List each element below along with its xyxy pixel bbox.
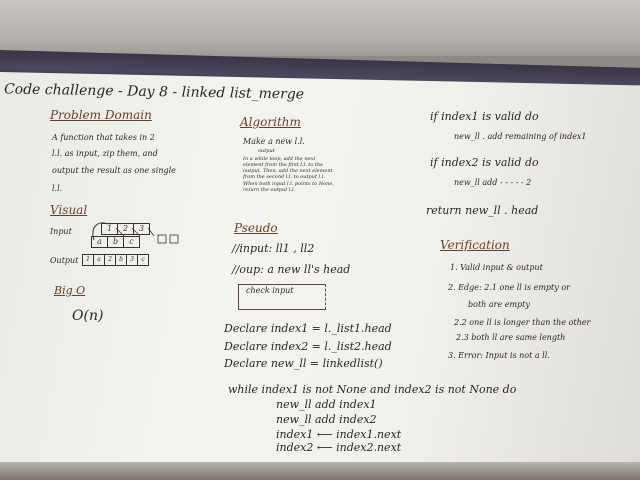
if-index1: if index1 is valid do	[430, 110, 539, 123]
loop-line: new_ll add index2	[276, 413, 377, 426]
output-list: 1 a 2 b 3 c	[82, 254, 149, 266]
verification-line: both are empty	[468, 300, 530, 309]
return-line: return new_ll . head	[426, 204, 539, 217]
problem-domain-heading: Problem Domain	[50, 108, 152, 122]
pseudo-output: //oup: a new ll's head	[232, 263, 351, 276]
algorithm-line: from the second l.l. to output l.l.	[243, 174, 325, 180]
verification-line: 3. Error: Input is not a ll.	[448, 351, 550, 360]
verification-heading: Verification	[440, 238, 510, 252]
marker-tray	[0, 462, 640, 480]
algorithm-heading: Algorithm	[240, 115, 301, 129]
declare-line: Declare index1 = l._list1.head	[224, 322, 392, 335]
list-node: c	[137, 254, 149, 266]
big-o-heading: Big O	[54, 284, 86, 297]
verification-line: 2.2 one ll is longer than the other	[454, 318, 591, 327]
algorithm-line: Make a new l.l.	[243, 137, 305, 146]
visual-heading: Visual	[50, 203, 88, 217]
output-label: Output	[50, 256, 79, 265]
algorithm-line: return the output l.l.	[243, 187, 296, 193]
problem-domain-line: output the result as one single	[52, 166, 176, 175]
problem-domain-line: A function that takes in 2	[52, 133, 155, 142]
index2-action: new_ll add - - - - - 2	[454, 178, 532, 187]
algorithm-line: output	[258, 148, 275, 154]
problem-domain-line: l.l. as input, zip them, and	[52, 149, 158, 158]
verification-line: 1. Valid input & output	[450, 263, 543, 272]
pseudo-heading: Pseudo	[234, 221, 278, 235]
declare-line: Declare index2 = l._list2.head	[224, 340, 392, 353]
algorithm-line: element from the first l.l. to the	[243, 162, 324, 168]
loop-line: index1 ⟵ index1.next	[276, 428, 402, 441]
loop-line: index2 ⟵ index2.next	[276, 441, 402, 454]
check-input-box	[238, 284, 326, 310]
verification-line: 2. Edge: 2.1 one ll is empty or	[448, 283, 570, 292]
algorithm-line: In a while loop, add the next	[243, 156, 316, 162]
check-input-label: check input	[246, 286, 294, 295]
while-line: while index1 is not None and index2 is n…	[228, 383, 517, 396]
pseudo-input: //input: ll1 , ll2	[232, 242, 315, 255]
problem-domain-line: l.l.	[52, 184, 63, 193]
algorithm-line: output. Then, add the next element	[243, 168, 333, 174]
input-list-two: a b c	[91, 236, 140, 248]
zip-arrows	[92, 222, 179, 244]
input-label: Input	[50, 227, 72, 236]
loop-line: new_ll add index1	[276, 398, 377, 411]
ceiling	[0, 0, 640, 56]
list-node: c	[123, 236, 140, 248]
if-index2: if index2 is valid do	[430, 156, 539, 169]
declare-line: Declare new_ll = linkedlist()	[224, 357, 383, 370]
algorithm-line: When both input l.l. points to None,	[243, 181, 334, 187]
big-o-value: O(n)	[72, 308, 104, 324]
verification-line: 2.3 both ll are same length	[456, 333, 566, 342]
index1-action: new_ll . add remaining of index1	[454, 132, 587, 141]
